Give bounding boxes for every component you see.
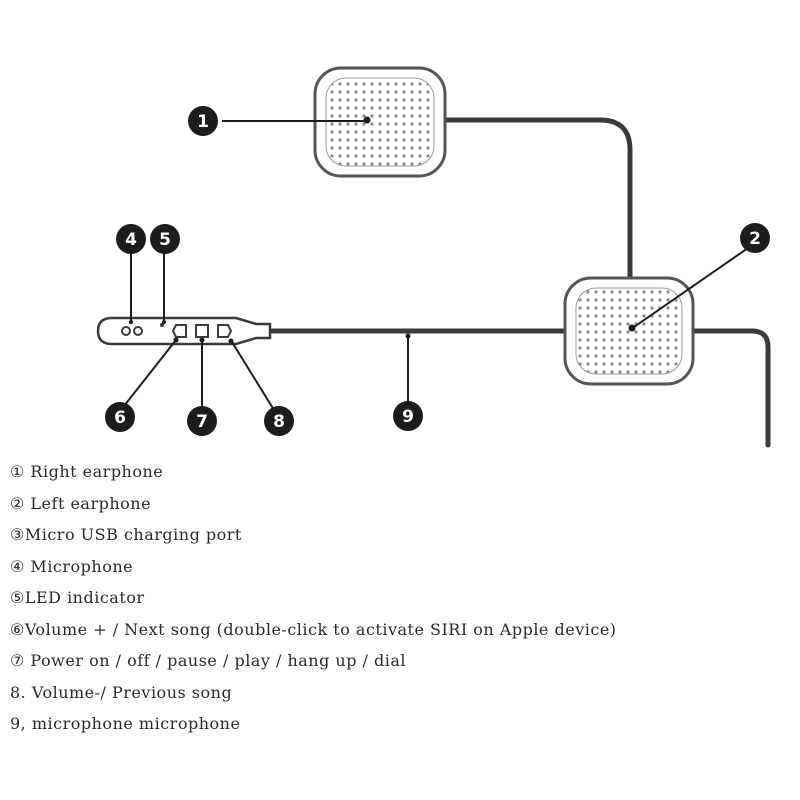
callout-5-label: 5 (159, 230, 171, 250)
volume-minus-button (217, 324, 233, 338)
legend: ① Right earphone ② Left earphone ③Micro … (10, 460, 790, 744)
callout-9: 9 (393, 401, 423, 431)
legend-item-microphone: ④ Microphone (10, 556, 134, 576)
led-indicator (133, 326, 143, 336)
callout-4-label: 4 (125, 230, 137, 250)
right-earphone (313, 66, 447, 178)
callout-4: 4 (116, 224, 146, 254)
callout-7: 7 (187, 406, 217, 436)
power-button (195, 324, 209, 338)
callout-1: 1 (188, 106, 218, 136)
legend-item-usb-port: ③Micro USB charging port (10, 525, 242, 544)
cables (269, 117, 771, 448)
cable-left-exit (685, 328, 771, 448)
callout-9-label: 9 (402, 407, 414, 427)
callout-6-label: 6 (114, 408, 126, 428)
callout-7-label: 7 (196, 412, 208, 432)
callout-2: 2 (740, 223, 770, 253)
legend-item-cable-microphone: 9, microphone microphone (10, 714, 241, 733)
earphone-diagram: 1 2 4 5 6 7 8 9 (96, 66, 771, 448)
leader-lines (123, 120, 749, 411)
cable-right-earphone (437, 117, 633, 281)
legend-item-right-earphone: ① Right earphone (10, 462, 164, 481)
legend-item-led-indicator: ⑤LED indicator (10, 588, 145, 607)
callout-6: 6 (105, 402, 135, 432)
microphone-hole (121, 326, 131, 336)
callout-8-label: 8 (273, 412, 285, 432)
volume-plus-button (171, 324, 187, 338)
callout-8: 8 (264, 406, 294, 436)
usb-port (160, 323, 164, 327)
callout-5: 5 (150, 224, 180, 254)
legend-item-volume-minus: 8. Volume-/ Previous song (10, 682, 233, 702)
left-earphone (563, 276, 695, 386)
controller (96, 316, 272, 346)
callout-2-label: 2 (749, 229, 761, 249)
legend-item-left-earphone: ② Left earphone (10, 493, 152, 513)
legend-item-volume-plus: ⑥Volume + / Next song (double-click to a… (10, 619, 617, 639)
legend-item-power: ⑦ Power on / off / pause / play / hang u… (10, 651, 407, 670)
callout-1-label: 1 (197, 112, 209, 132)
